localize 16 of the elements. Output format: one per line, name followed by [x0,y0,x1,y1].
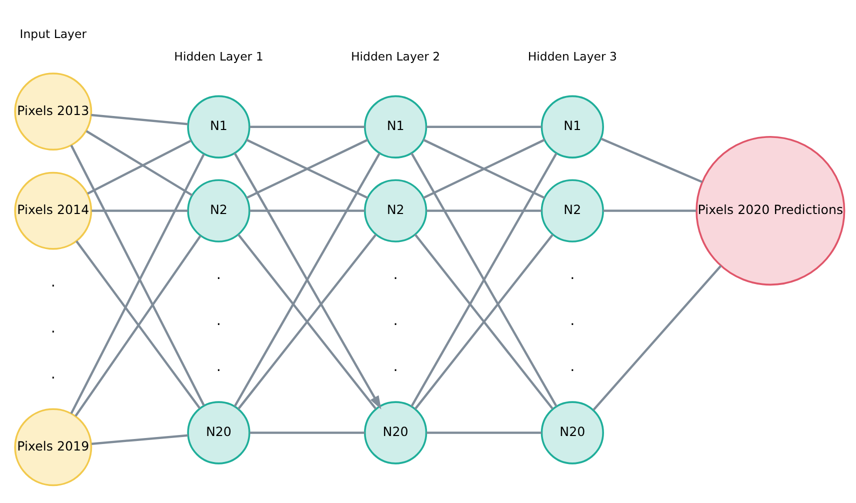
label: . [216,266,222,283]
label: . [570,312,575,329]
label: . [393,358,398,375]
label: . [393,266,398,283]
label: Hidden Layer 3 [528,48,617,63]
label: Hidden Layer 1 [174,48,264,63]
label: . [393,312,398,329]
label: . [216,358,222,375]
label: Input Layer [20,26,87,40]
label: . [570,266,575,283]
label: . [50,320,56,336]
label: . [570,358,575,375]
label: Hidden Layer 2 [350,48,440,63]
label: . [50,366,56,382]
label: . [50,274,56,290]
label: . [216,312,222,329]
